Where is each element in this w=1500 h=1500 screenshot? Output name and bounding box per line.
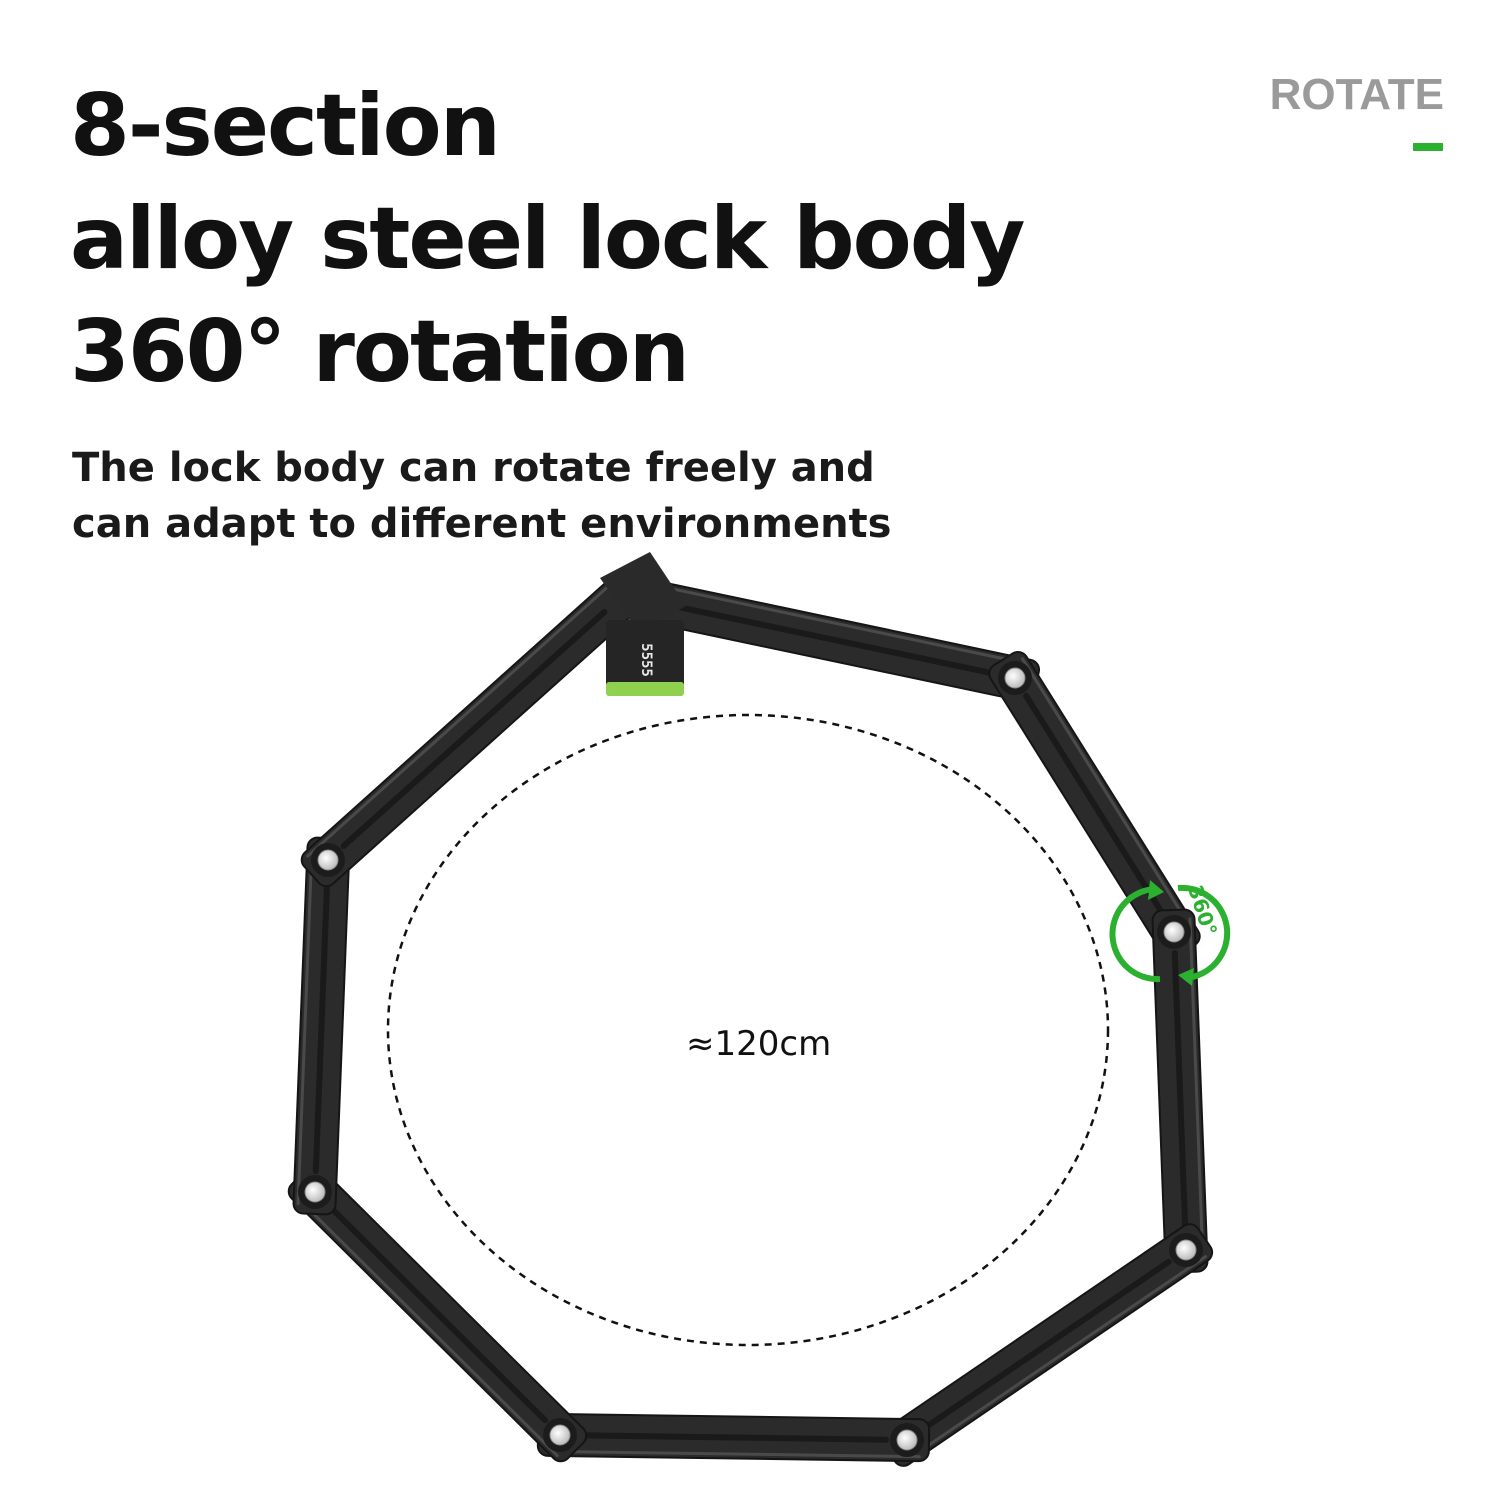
headline-line-2: alloy steel lock body: [70, 189, 1025, 289]
inner-diameter-dashed-circle: [386, 713, 1110, 1347]
subtitle-line-1: The lock body can rotate freely and: [72, 445, 875, 491]
lock-head-body: [606, 620, 684, 694]
lock-bar-segment: [1151, 908, 1209, 1274]
lock-head-cap: [600, 552, 686, 632]
headline: 8-section alloy steel lock body 360° rot…: [70, 70, 1025, 409]
lock-bar-segment: [879, 1223, 1214, 1467]
rivet: [896, 1429, 918, 1451]
lock-bar-segment: [536, 1412, 931, 1463]
rivet: [1163, 921, 1185, 943]
headline-line-3: 360° rotation: [70, 302, 690, 402]
rotation-arc-left-icon: [1109, 886, 1161, 983]
subtitle: The lock body can rotate freely and can …: [72, 440, 891, 552]
rotation-arc-right-icon: [1177, 884, 1231, 981]
lock-head-base: [606, 682, 684, 696]
subtitle-line-2: can adapt to different environments: [72, 501, 892, 547]
lock-rivets: [298, 661, 1203, 1457]
lock-head: 5555: [600, 552, 686, 696]
lock-combination-digits: 5555: [638, 643, 654, 677]
lock-bar-segment: [300, 570, 648, 888]
headline-line-1: 8-section: [70, 76, 501, 176]
rivet: [304, 1181, 326, 1203]
rivet: [317, 849, 339, 871]
rotation-arrowhead-top-icon: [1148, 880, 1164, 900]
inner-diameter-label: ≈120cm: [686, 1024, 832, 1064]
rivet: [549, 1424, 571, 1446]
rotation-arrowhead-bottom-icon: [1178, 968, 1194, 986]
lock-bars: [287, 570, 1214, 1467]
rotation-indicator: [1109, 880, 1231, 986]
lock-bar-segment: [988, 650, 1201, 960]
rivet: [1004, 667, 1026, 689]
lock-bar-segment: [287, 1164, 588, 1463]
rotate-tag: ROTATE: [1269, 70, 1444, 119]
tag-accent-mark: [1413, 143, 1443, 151]
lock-bar-segment: [292, 836, 351, 1216]
rivet: [1175, 1239, 1197, 1261]
